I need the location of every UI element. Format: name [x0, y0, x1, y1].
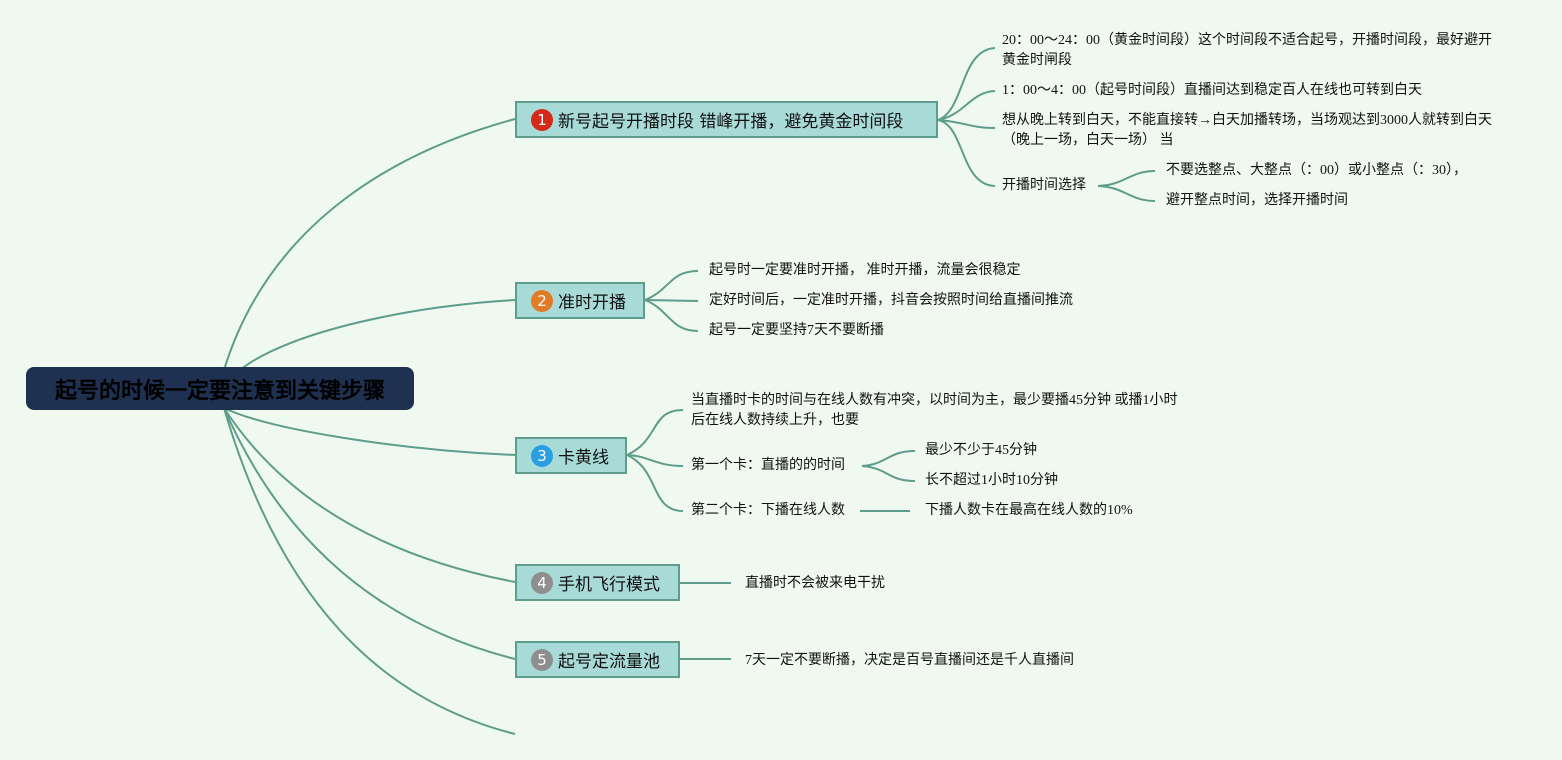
badge-1-icon: 1 [531, 108, 553, 131]
link-topic-1-child-1 [937, 47, 996, 121]
badge-5-icon: 5 [531, 648, 553, 671]
link-topic-2-child-1 [644, 270, 699, 301]
link-root-topic-5 [223, 407, 516, 660]
topic-4[interactable]: 4 手机飞行模式 [515, 564, 680, 601]
topic-3-child-3[interactable]: 第二个卡：下播在线人数 [691, 503, 845, 518]
topic-4-child-1[interactable]: 直播时不会被来电干扰 [745, 576, 885, 591]
topic-2-child-2[interactable]: 定好时间后，一定准时开播，抖音会按照时间给直播间推流 [709, 293, 1073, 308]
link-root-topic-6 [223, 407, 516, 735]
topic-5-child-1[interactable]: 7天一定不要断播，决定是百号直播间还是千人直播间 [745, 653, 1074, 668]
topic-1-child-1[interactable]: 20：00～24：00（黄金时间段）这个时间段不适合起号，开播时间段，最好避开黄… [1002, 33, 1492, 68]
badge-2-icon: 2 [531, 289, 553, 312]
link-topic-3-child-2-sub-2 [861, 465, 916, 482]
badge-4-icon: 4 [531, 571, 553, 594]
link-root-topic-1 [223, 118, 516, 371]
topic-1-label: 新号起号开播时段 错峰开播，避免黄金时间段 [558, 112, 904, 132]
topic-3-child-2-sub-2[interactable]: 长不超过1小时10分钟 [925, 473, 1058, 488]
topic-1-child-4[interactable]: 开播时间选择 [1002, 178, 1086, 193]
topic-3-label: 卡黄线 [558, 448, 609, 468]
link-topic-1-child-3 [937, 119, 996, 129]
link-topic-3-child-1 [626, 409, 684, 456]
topic-3-child-1[interactable]: 当直播时卡的时间与在线人数有冲突，以时间为主，最少要播45分钟 或播1小时后在线… [691, 393, 1178, 428]
link-topic-3-child-2 [626, 454, 684, 467]
topic-5[interactable]: 5 起号定流量池 [515, 641, 680, 678]
link-topic-3-child-3 [626, 454, 684, 512]
root-topic[interactable]: 起号的时候一定要注意到关键步骤 [26, 367, 414, 410]
topic-4-label: 手机飞行模式 [558, 575, 660, 595]
topic-2-child-1[interactable]: 起号时一定要准时开播， 准时开播，流量会很稳定 [709, 263, 1021, 278]
topic-3[interactable]: 3 卡黄线 [515, 437, 627, 474]
topic-3-child-2-sub-1[interactable]: 最少不少于45分钟 [925, 443, 1037, 458]
topic-1-child-4-sub-2[interactable]: 避开整点时间，选择开播时间 [1166, 193, 1348, 208]
topic-2[interactable]: 2 准时开播 [515, 282, 645, 319]
link-topic-1-child-4-sub-2 [1097, 185, 1156, 202]
link-root-topic-2 [239, 299, 516, 371]
topic-3-child-2[interactable]: 第一个卡：直播的的时间 [691, 458, 845, 473]
topic-1[interactable]: 1 新号起号开播时段 错峰开播，避免黄金时间段 [515, 101, 938, 138]
link-root-topic-3 [223, 407, 516, 456]
topic-2-label: 准时开播 [558, 293, 626, 313]
link-topic-2-child-3 [644, 299, 699, 332]
link-root-topic-4 [223, 407, 516, 583]
badge-3-icon: 3 [531, 444, 553, 467]
link-topic-2-child-2 [644, 299, 699, 302]
topic-1-child-2[interactable]: 1：00～4：00（起号时间段）直播间达到稳定百人在线也可转到白天 [1002, 83, 1422, 98]
topic-1-child-3[interactable]: 想从晚上转到白天，不能直接转→白天加播转场，当场观达到3000人就转到白天（晚上… [1002, 113, 1492, 148]
root-topic-label: 起号的时候一定要注意到关键步骤 [54, 378, 385, 404]
link-topic-1-child-4-sub-1 [1097, 170, 1156, 187]
link-topic-3-child-2-sub-1 [861, 450, 916, 467]
link-topic-1-child-2 [937, 90, 996, 121]
topic-5-label: 起号定流量池 [558, 652, 660, 672]
topic-1-child-4-sub-1[interactable]: 不要选整点、大整点（：00）或小整点（：30）， [1166, 163, 1467, 178]
topic-2-child-3[interactable]: 起号一定要坚持7天不要断播 [709, 323, 884, 338]
topic-3-child-3-sub-1[interactable]: 下播人数卡在最高在线人数的10% [925, 503, 1133, 518]
link-topic-1-child-4 [937, 119, 996, 187]
